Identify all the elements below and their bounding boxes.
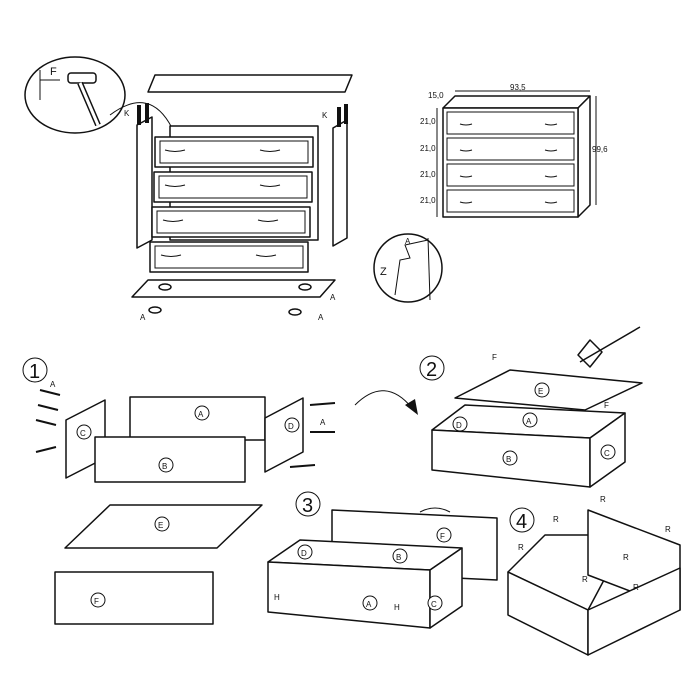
label-F: F	[50, 66, 57, 78]
part-label: E	[158, 521, 163, 530]
step-3: 3 F B D A C H H	[267, 491, 498, 629]
part-label: A	[366, 600, 372, 609]
part-label: C	[604, 449, 610, 458]
part-label: R	[582, 575, 588, 584]
drawer-height-3: 21,0	[420, 170, 436, 179]
part-label: B	[506, 455, 511, 464]
drawer-height-4: 21,0	[420, 196, 436, 205]
part-label: B	[162, 462, 167, 471]
part-label: D	[456, 421, 462, 430]
left-side-panel	[136, 116, 153, 249]
hammer-icon	[577, 326, 641, 368]
part-label: E	[538, 387, 543, 396]
part-label: F	[492, 353, 497, 362]
arrow-icon	[354, 390, 413, 409]
dimension-view: 93,5 15,0 99,6 21,0 21,0 21,0 21,0	[420, 83, 608, 218]
label-K: K	[124, 109, 130, 118]
part-label: R	[553, 515, 559, 524]
step-2: 2 E F F A D B C	[419, 326, 643, 488]
part-label: R	[623, 553, 629, 562]
part-label: H	[394, 603, 400, 612]
label-Z: Z	[380, 266, 387, 278]
hammer-icon	[67, 72, 97, 84]
part-label: A	[320, 418, 326, 427]
right-side-panel	[332, 119, 348, 247]
screw-detail-bubble: Z A	[373, 233, 443, 303]
step-number: 4	[516, 511, 527, 533]
part-label: A	[50, 380, 56, 389]
label-K: K	[322, 111, 328, 120]
hammer-detail-bubble: F	[24, 56, 173, 134]
part-label: C	[431, 600, 437, 609]
drawer-height-2: 21,0	[420, 144, 436, 153]
step-number: 3	[302, 495, 313, 517]
label-A: A	[405, 237, 411, 246]
part-label: H	[274, 593, 280, 602]
step-1: 1 A A C B D A E F	[22, 357, 336, 625]
part-label: R	[600, 495, 606, 504]
label-A: A	[140, 313, 146, 322]
label-A: A	[330, 293, 336, 302]
part-label: F	[440, 532, 445, 541]
drawer-fronts	[149, 136, 314, 273]
width-dimension: 93,5	[510, 83, 526, 92]
step-4: 4 R R R R R R R	[507, 495, 681, 656]
depth-dimension: 15,0	[428, 91, 444, 100]
part-label: F	[94, 597, 99, 606]
part-label: A	[198, 410, 204, 419]
base-panel	[131, 279, 336, 298]
part-label: R	[633, 583, 639, 592]
drawer-height-1: 21,0	[420, 117, 436, 126]
top-panel	[147, 74, 353, 93]
part-label: A	[526, 417, 532, 426]
part-label: R	[518, 543, 524, 552]
exploded-chest-view: F K K A A A	[24, 56, 353, 322]
step-number: 2	[426, 359, 437, 381]
part-label: F	[604, 401, 609, 410]
part-label: B	[396, 553, 401, 562]
label-A: A	[318, 313, 324, 322]
part-label: R	[665, 525, 671, 534]
part-label: C	[80, 429, 86, 438]
part-label: D	[301, 549, 307, 558]
height-dimension: 99,6	[592, 145, 608, 154]
part-label: D	[288, 422, 294, 431]
step-number: 1	[29, 361, 40, 383]
